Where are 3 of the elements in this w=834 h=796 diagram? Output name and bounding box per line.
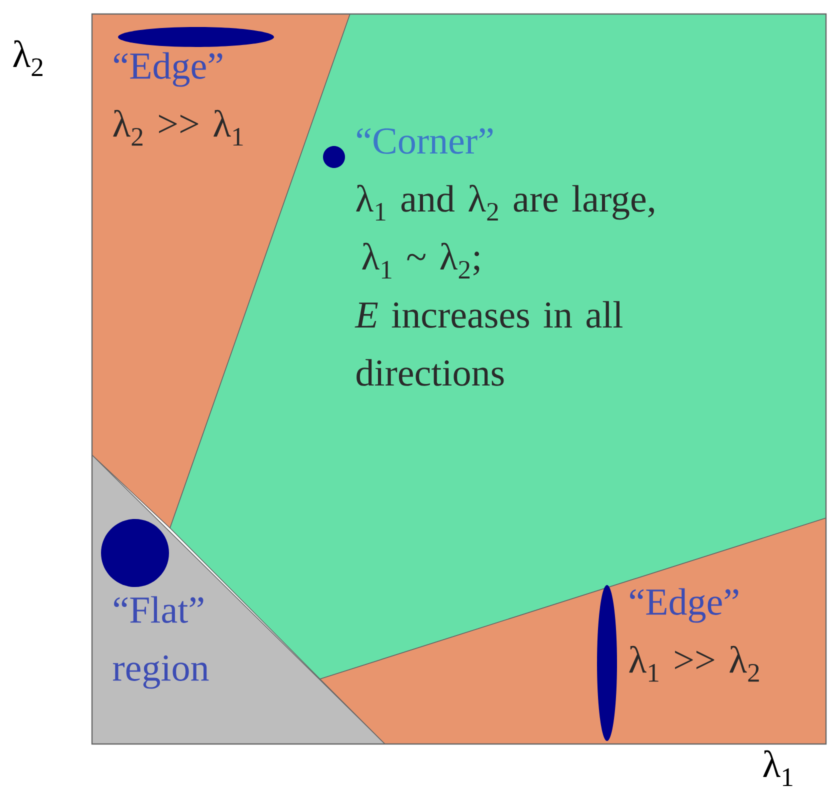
region: “Edge” λ$_{2}$ >> λ$_{1}$ (92, 14, 351, 529)
axis-label: λ$_{2}$ (13, 40, 42, 76)
axis-label: λ$_{1}$ (763, 750, 792, 786)
